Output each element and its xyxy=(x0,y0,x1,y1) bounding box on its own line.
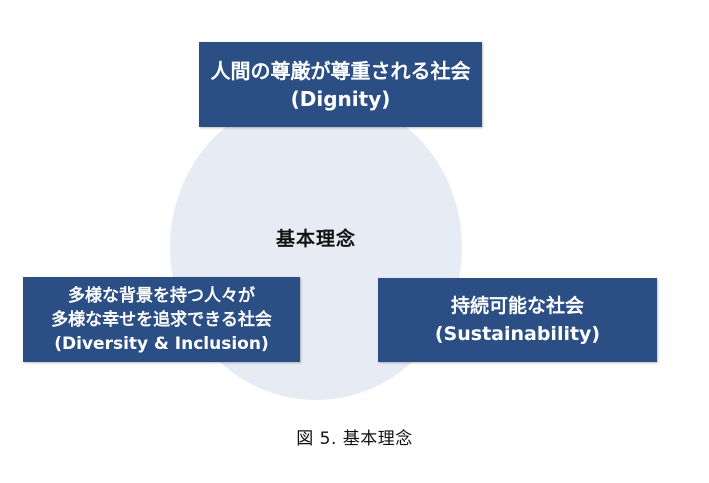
center-label: 基本理念 xyxy=(275,228,356,250)
sustainability-box: 持続可能な社会 (Sustainability) xyxy=(378,278,657,362)
diversity-box-line3: (Diversity & Inclusion) xyxy=(54,333,269,354)
dignity-box-line2: (Dignity) xyxy=(290,86,391,111)
figure-caption: 図 5. 基本理念 xyxy=(296,429,413,449)
diversity-box: 多様な背景を持つ人々が 多様な幸せを追求できる社会 (Diversity & I… xyxy=(23,277,300,362)
diversity-box-line1: 多様な背景を持つ人々が xyxy=(68,285,255,306)
dignity-box: 人間の尊厳が尊重される社会 (Dignity) xyxy=(199,42,482,127)
sustainability-box-line2: (Sustainability) xyxy=(434,323,601,345)
diversity-box-line2: 多様な幸せを追求できる社会 xyxy=(51,309,272,330)
dignity-box-line1: 人間の尊厳が尊重される社会 xyxy=(210,58,471,83)
sustainability-box-line1: 持続可能な社会 xyxy=(450,295,584,317)
